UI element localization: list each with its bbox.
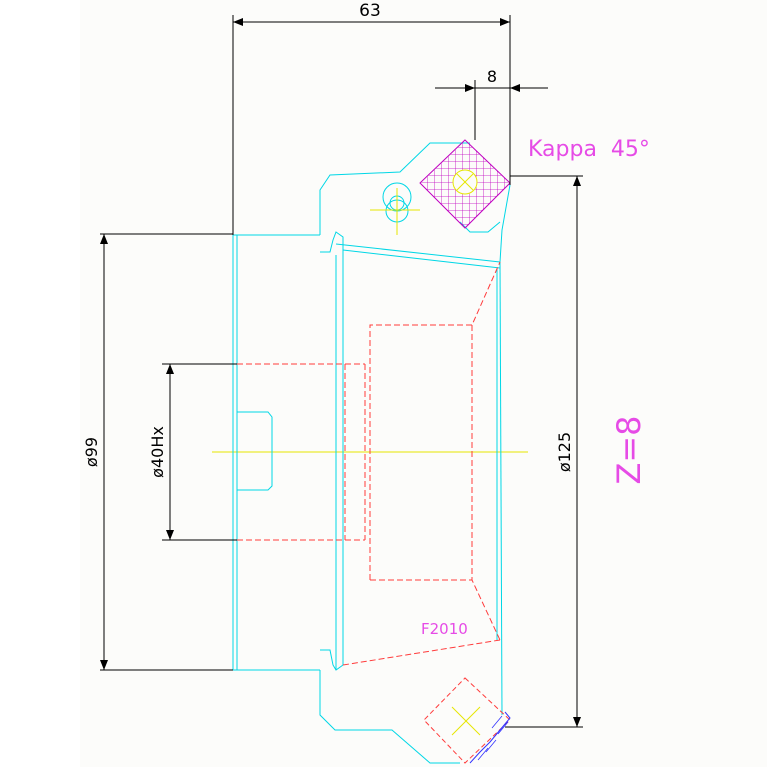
part-code-label: F2010 — [421, 620, 468, 638]
dim-125: ø125 — [555, 432, 574, 472]
sheet-background — [80, 0, 767, 767]
dimension-lines — [100, 15, 583, 728]
top-insert — [419, 139, 511, 229]
hidden-lines — [237, 261, 501, 666]
screw-centerline — [370, 188, 420, 235]
dim-99: ø99 — [82, 437, 101, 467]
body-outline — [232, 142, 511, 764]
kappa-label: Kappa 45° — [528, 137, 650, 162]
bottom-insert — [423, 677, 511, 764]
dim-63: 63 — [359, 1, 381, 21]
dim-8: 8 — [487, 67, 497, 86]
dim-40hx: ø40Hx — [148, 426, 167, 478]
insert-count-label: Z=8 — [610, 415, 648, 484]
